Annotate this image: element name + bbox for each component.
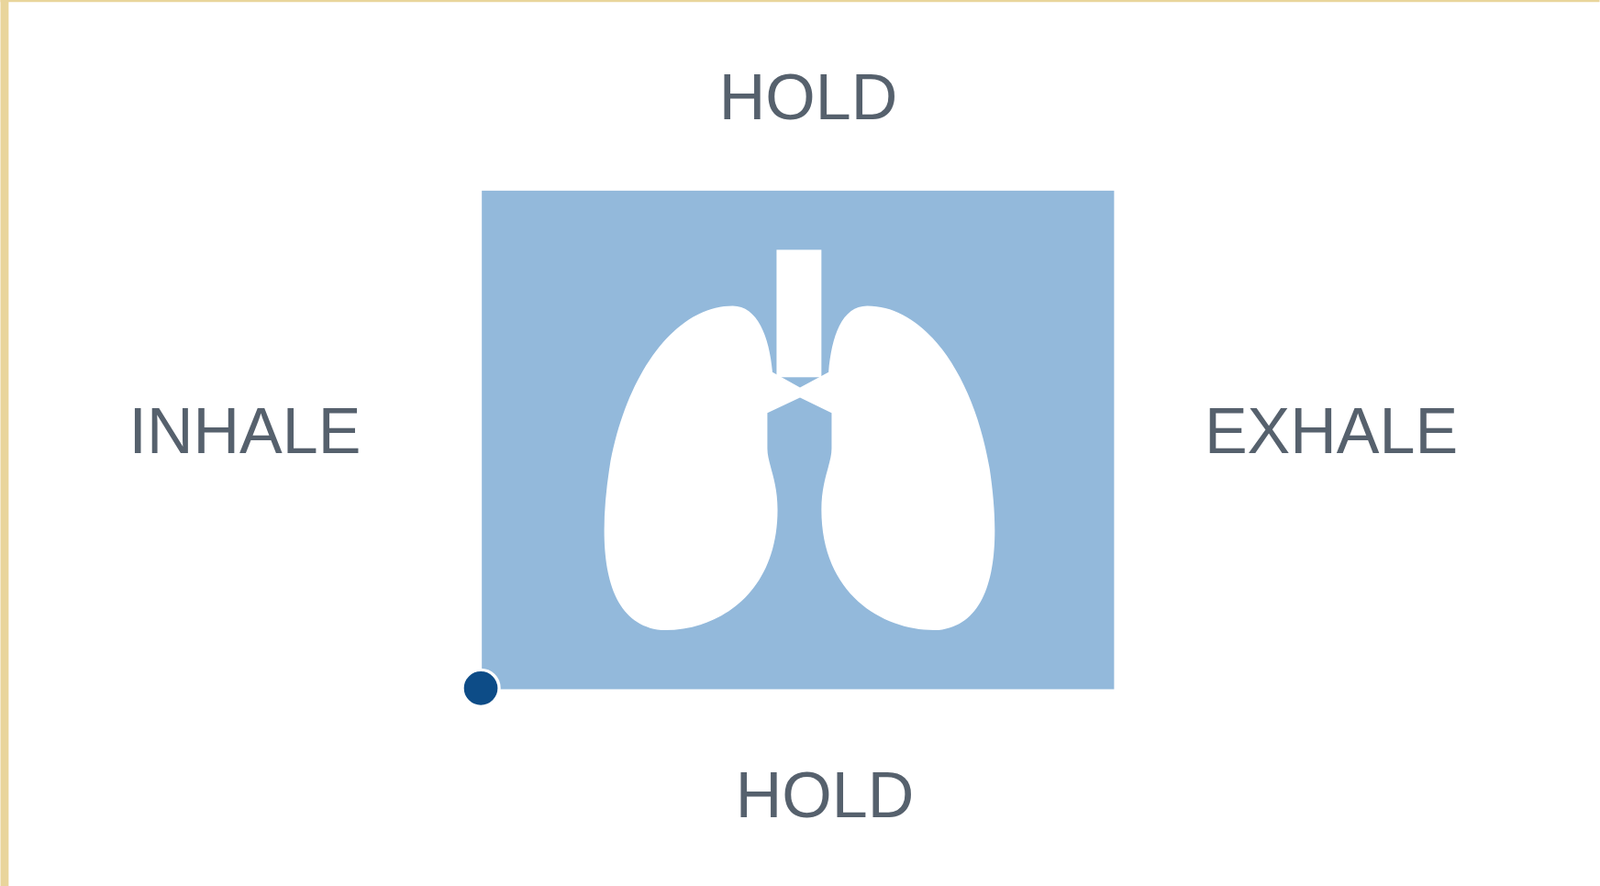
breathing-square (481, 190, 1114, 690)
frame-edge (0, 0, 1600, 2)
phase-label: EXHALE (1204, 399, 1458, 464)
phase-label: HOLD (719, 65, 898, 130)
phase-label: INHALE (129, 399, 362, 464)
progress-dot (462, 669, 500, 707)
trachea-shape (776, 249, 822, 378)
lungs-shape (604, 305, 996, 631)
phase-label: HOLD (735, 763, 914, 828)
frame-edge (0, 0, 9, 886)
